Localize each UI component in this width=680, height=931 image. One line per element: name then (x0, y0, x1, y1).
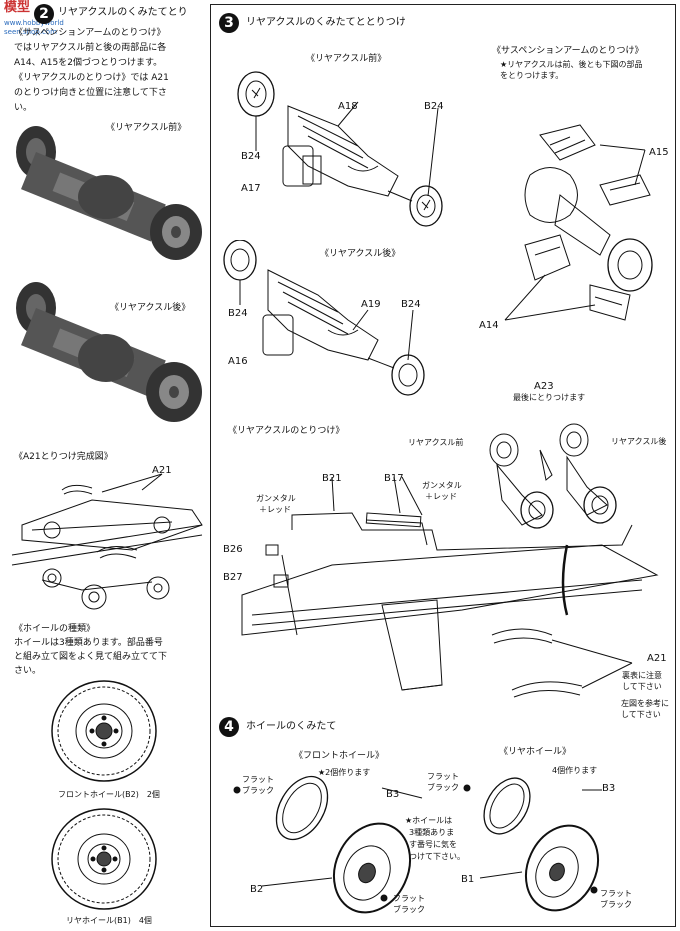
label-a14: A14 (479, 320, 499, 331)
left-intro-3: A14、A15を2個づつとりつけます。 (14, 58, 163, 68)
wheel-text-1: ホイールは3種類あります。部品番号 (14, 638, 163, 648)
label-b3-rear: B3 (602, 783, 616, 794)
label-b2: B2 (250, 884, 264, 895)
watermark-site: seen.shop.com (4, 28, 57, 36)
left-intro-2: ではリヤアクスル前と後の両部品に各 (14, 43, 167, 53)
label-b24-2: B24 (424, 101, 444, 112)
rear-wheel-drawing (51, 808, 157, 910)
wheel-assembly-drawing (233, 775, 602, 914)
rear-axle-exploded (223, 240, 425, 396)
a23-note: 最後にとりつけます (513, 393, 586, 402)
rear-wheel-caption: リヤホイール(B1) 4個 (66, 916, 152, 925)
step-number-4: 4 (219, 717, 239, 737)
step-number-3: 3 (219, 13, 239, 33)
column-divider (210, 4, 211, 927)
flat-black-4a: フラット (600, 889, 632, 898)
photo1-caption: 《リヤアクスル前》 (106, 123, 187, 133)
label-b27: B27 (223, 572, 243, 583)
flat-black-3b: ブラック (393, 905, 425, 914)
suspension-arms-drawing (504, 124, 653, 321)
wheel-text-2: と組み立て図をよく見て組み立てて下 (14, 652, 168, 662)
label-a15: A15 (649, 147, 669, 158)
ref-note-2: して下さい (621, 710, 661, 719)
wheel-text-3: さい。 (14, 666, 42, 676)
rear-axle-rear-photo (16, 282, 202, 422)
right-frame-bottom (210, 926, 676, 927)
watermark-url: www.hobbyworld (4, 19, 64, 27)
suspension-note-1: ★リヤアクスルは前、後とも下図の部品 (500, 60, 643, 69)
mount-title: 《リヤアクスルのとりつけ》 (228, 426, 345, 436)
label-b26: B26 (223, 544, 243, 555)
right-frame-top (210, 4, 676, 5)
label-a23: A23 (534, 381, 554, 392)
a21-note-1: 裏表に注意 (622, 671, 662, 680)
label-a19: A19 (361, 299, 381, 310)
front-wheel-qty: ★2個作ります (318, 768, 371, 777)
label-a16: A16 (228, 356, 248, 367)
a21-label: A21 (152, 465, 172, 476)
front-wheel-title: 《フロントホイール》 (294, 751, 385, 761)
red-2: ＋レッド (425, 492, 457, 501)
step4-note-2: 3種類ありま (409, 828, 455, 837)
left-intro-6: い。 (14, 103, 33, 113)
flat-black-1b: ブラック (242, 786, 274, 795)
label-b24-4: B24 (401, 299, 421, 310)
chassis-mount-drawing (241, 423, 659, 698)
a21-assembly-drawing (11, 473, 203, 610)
photo2-caption: 《リヤアクスル後》 (110, 303, 191, 313)
label-b24-3: B24 (228, 308, 248, 319)
left-intro-5: のとりつけ向きと位置に注意して下さ (14, 88, 167, 98)
step-number-2: 2 (34, 4, 54, 24)
flat-black-4b: ブラック (600, 900, 632, 909)
step4-note-1: ★ホイールは (405, 816, 453, 825)
watermark-logo: 模型 www.hobbyworld seen.shop.com (2, 0, 64, 38)
flat-black-3a: フラット (393, 894, 425, 903)
step4-note-4: つけて下さい。 (409, 852, 465, 861)
front-axle-title: 《リヤアクスル前》 (306, 54, 387, 64)
front-axle-exploded (237, 71, 443, 227)
label-b24-1: B24 (241, 151, 261, 162)
red-1: ＋レッド (259, 505, 291, 514)
flat-black-1a: フラット (242, 775, 274, 784)
step4-note-3: す番号に気を (409, 840, 457, 849)
wheel-heading: 《ホイールの種類》 (14, 624, 96, 634)
rear-wheel-title: 《リヤホイール》 (499, 747, 572, 757)
suspension-note-2: をとりつけます。 (500, 71, 564, 80)
gunmetal-2: ガンメタル (422, 481, 462, 490)
flat-black-2a: フラット (427, 772, 459, 781)
left-intro-4: 《リヤアクスルのとりつけ》では A21 (14, 73, 169, 83)
rear-axle-title: 《リヤアクスル後》 (320, 249, 401, 259)
label-a17: A17 (241, 183, 261, 194)
front-wheel-caption: フロントホイール(B2) 2個 (58, 790, 160, 799)
gunmetal-1: ガンメタル (256, 494, 296, 503)
label-rear-axle-front: リヤアクスル前 (408, 438, 464, 447)
flat-black-2b: ブラック (427, 783, 459, 792)
suspension-title: 《サスペンションアームのとりつけ》 (492, 46, 644, 56)
step3-title: リヤアクスルのくみたてととりつけ (246, 17, 406, 28)
label-b3-front: B3 (386, 789, 400, 800)
a21-caption: 《A21とりつけ完成図》 (14, 452, 113, 462)
rear-wheel-qty: 4個作ります (552, 766, 598, 775)
watermark-brand: 模型 (4, 0, 31, 15)
label-a18: A18 (338, 101, 358, 112)
left-intro-1: 《サスペンションアームのとりつけ》 (14, 28, 166, 38)
left-heading: リヤアクスルのくみたてとり (58, 7, 188, 18)
a21-note-2: して下さい (622, 682, 662, 691)
right-frame-right (675, 4, 676, 927)
rear-axle-front-photo (16, 126, 202, 260)
label-a21-mount: A21 (647, 653, 667, 664)
label-rear-axle-rear: リヤアクスル後 (611, 437, 667, 446)
step4-title: ホイールのくみたて (246, 721, 337, 732)
label-b1: B1 (461, 874, 475, 885)
front-wheel-drawing (51, 680, 157, 782)
ref-note-1: 左図を参考に (621, 699, 669, 708)
